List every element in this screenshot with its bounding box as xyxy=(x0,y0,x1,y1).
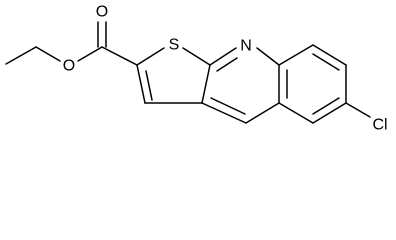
bond-c4-c3a-inner xyxy=(210,97,246,115)
atom-chlorine: Cl xyxy=(372,117,387,134)
bond-c6-c5-outer xyxy=(312,102,347,124)
bond-c8a-c8 xyxy=(278,44,314,66)
bond-c8-c7-outer xyxy=(312,44,347,66)
bond-c7a-n-inner xyxy=(216,57,238,72)
bond-c2-c3-inner xyxy=(145,70,153,101)
bond-ch2-o xyxy=(35,46,61,62)
bond-c5-c4a xyxy=(278,102,314,124)
bond-s-c7a xyxy=(182,47,211,66)
bond-ch3-ch2 xyxy=(5,46,37,65)
bond-n-c8a xyxy=(256,47,280,66)
structure-canvas: O O S N Cl xyxy=(5,4,388,134)
bond-c4a-c4 xyxy=(245,102,280,124)
bond-c4-c3a-outer xyxy=(201,102,247,124)
bond-c7a-n-outer xyxy=(209,47,237,66)
bond-carbonyl-c2 xyxy=(101,46,138,66)
bond-o-carbonyl-c xyxy=(77,46,103,62)
atom-ester-oxygen: O xyxy=(63,58,75,75)
chemical-structure-diagram: O O S N Cl xyxy=(5,4,388,134)
atom-thiophene-sulfur: S xyxy=(169,37,180,54)
atom-carbonyl-oxygen: O xyxy=(96,4,108,21)
bond-c3a-c7a xyxy=(201,64,211,104)
bond-c2-s xyxy=(136,47,165,66)
bond-c6-c5-inner xyxy=(312,97,340,115)
bond-c8-c7-inner xyxy=(312,53,340,71)
bond-c2-c3-outer xyxy=(136,64,146,104)
bond-c6-cl xyxy=(345,102,371,118)
atom-ring-nitrogen: N xyxy=(240,38,252,55)
